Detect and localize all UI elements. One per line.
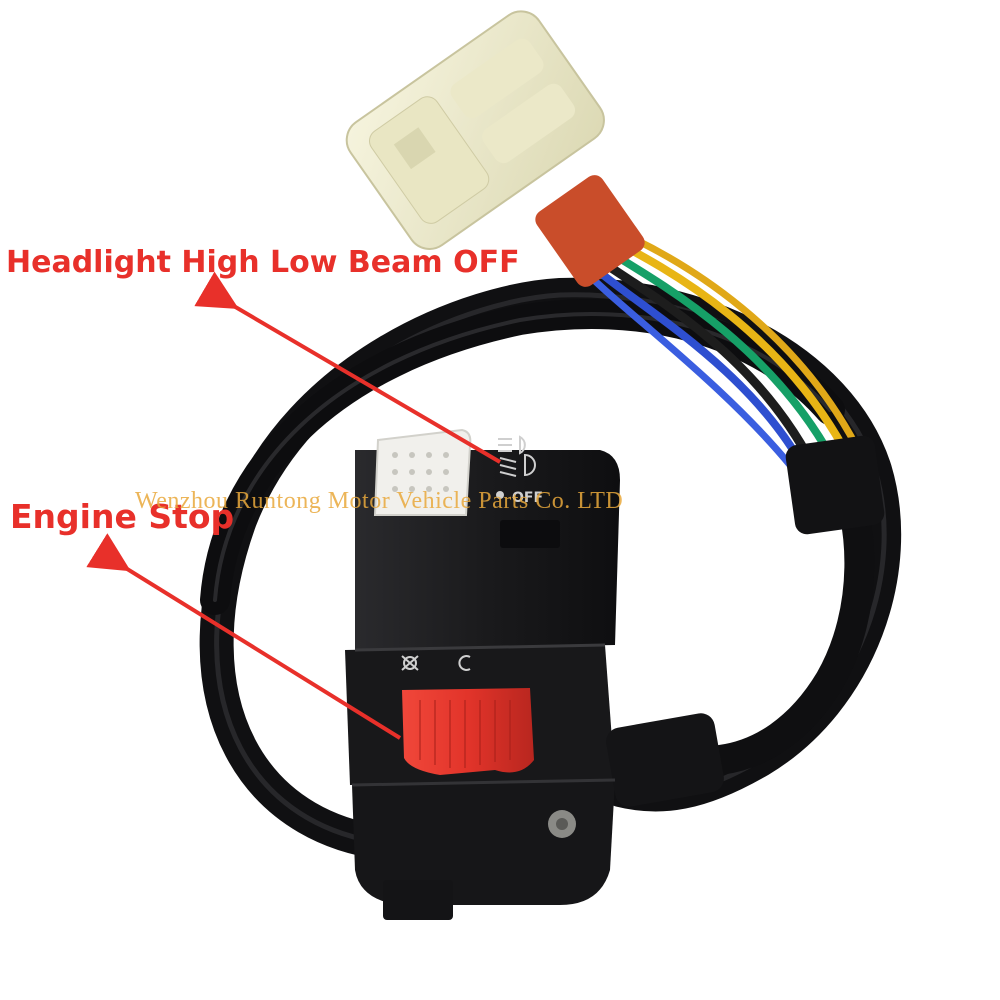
engine-run-icon (458, 655, 471, 671)
high-beam-icon (498, 435, 526, 455)
off-indicator-dot (496, 491, 504, 499)
headlight-beam-label: Headlight High Low Beam OFF (6, 245, 520, 280)
engine-stop-icon (401, 655, 419, 671)
low-beam-icon (499, 453, 536, 477)
cable-sleeve (785, 435, 885, 535)
off-label: OFF (512, 490, 543, 506)
company-watermark: Wenzhou Runtong Motor Vehicle Parts Co. … (135, 488, 624, 514)
headlight-switch (373, 428, 560, 548)
engine-stop-button (402, 688, 534, 775)
engine-stop-label: Engine Stop (10, 497, 235, 536)
engine-stop-arrow (86, 533, 402, 740)
headlight-arrow (194, 271, 502, 464)
wire-connector (345, 10, 645, 287)
